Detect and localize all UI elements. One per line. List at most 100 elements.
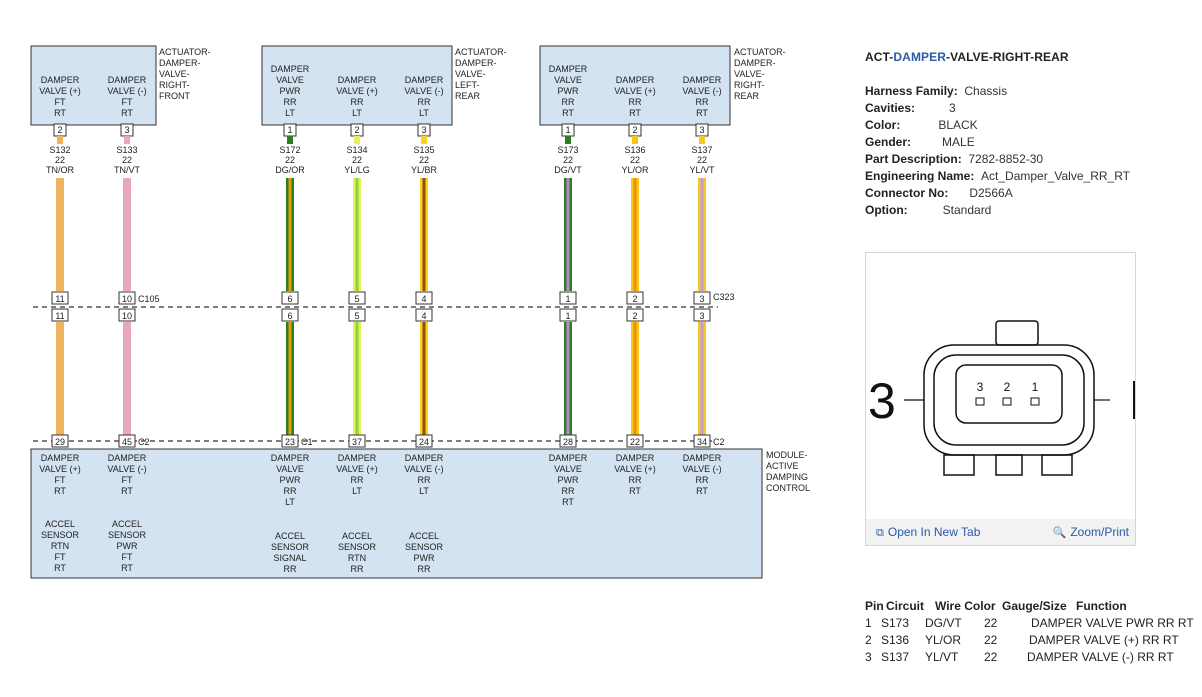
prop-key: Option: [865, 203, 908, 217]
wire-tracer [288, 322, 292, 435]
wire-tracer [288, 178, 292, 291]
sensor-terminal-label: SIGNAL [273, 553, 306, 563]
cell-function: DAMPER VALVE (-) RR RT [1027, 650, 1174, 664]
module-pin-number: 37 [352, 437, 362, 447]
sensor-terminal-label: SENSOR [271, 542, 310, 552]
actuator-name-label: ACTUATOR- [734, 47, 786, 57]
module-pin-box [559, 434, 577, 448]
module-pin-box [118, 434, 136, 448]
sensor-terminal-label: ACCEL [342, 531, 372, 541]
wire-circuit-label: S136 [624, 145, 645, 155]
wire-tracer [700, 178, 704, 291]
cell-function: DAMPER VALVE (+) RR RT [1029, 633, 1179, 647]
inline-pin-number: 6 [287, 311, 292, 321]
module-pin-box [51, 434, 69, 448]
module-name-label: DAMPING [766, 472, 808, 482]
actuator-pin-number: 1 [287, 125, 292, 135]
prop-value: BLACK [938, 118, 978, 132]
cell-gauge: 22 [984, 650, 998, 664]
module-terminal-label: LT [285, 497, 295, 507]
col-pin: Pin [865, 599, 884, 613]
preview-toolbar: ⧉Open In New Tab 🔍Zoom/Print [866, 519, 1135, 545]
actuator-terminal-label: RT [121, 108, 133, 118]
connector-preview: 3 3 2 1 ⧉Open In New Tab 🔍Zoom/Print [865, 252, 1136, 546]
cell-function: DAMPER VALVE PWR RR RT [1031, 616, 1194, 630]
cell-pin: 2 [865, 633, 872, 647]
prop-value: MALE [942, 135, 975, 149]
module-pin-box [348, 434, 366, 448]
module-terminal-label: LT [419, 486, 429, 496]
zoom-print-link[interactable]: 🔍Zoom/Print [1053, 525, 1129, 539]
sensor-terminal-label: SENSOR [338, 542, 377, 552]
wire-stub [421, 136, 427, 144]
inline-pin-box [118, 308, 136, 322]
cell-circuit: S136 [881, 633, 910, 647]
wire-tracer [422, 322, 426, 435]
actuator-pin-number: 2 [354, 125, 359, 135]
sensor-terminal-label: ACCEL [409, 531, 439, 541]
inline-pin-number: 5 [354, 311, 359, 321]
prop-cavities: Cavities:3 [865, 100, 1130, 117]
sensor-terminal-label: RT [121, 563, 133, 573]
actuator-name-label: RIGHT- [734, 80, 765, 90]
wire-tracer [355, 178, 359, 291]
module-terminal-label: VALVE (+) [614, 464, 655, 474]
open-in-new-tab-link[interactable]: ⧉Open In New Tab [876, 525, 980, 540]
actuator-box-left-rear[interactable] [261, 45, 453, 126]
module-terminal-label: DAMPER [616, 453, 655, 463]
actuator-pin-number: 1 [565, 125, 570, 135]
module-terminal-label: VALVE (-) [404, 464, 443, 474]
cell-wire-color: DG/VT [925, 616, 962, 630]
module-terminal-label: PWR [558, 475, 579, 485]
actuator-box-right-rear[interactable] [539, 45, 731, 126]
prop-engineering-name: Engineering Name: Act_Damper_Valve_RR_RT [865, 168, 1130, 185]
module-connector-id: C2 [138, 437, 150, 447]
preview-side-label: 3 [868, 373, 896, 429]
inline-pin-number: 3 [699, 294, 704, 304]
actuator-name-label: DAMPER- [734, 58, 776, 68]
module-terminal-label: VALVE [276, 464, 304, 474]
actuator-name-label: LEFT- [455, 80, 480, 90]
wire-color-code: YL/OR [621, 165, 649, 175]
wire-circuit-label: S137 [691, 145, 712, 155]
inline-pin-box [559, 308, 577, 322]
module-pin-number: 28 [563, 437, 573, 447]
prop-value: 7282-8852-30 [968, 152, 1044, 166]
cell-gauge: 22 [984, 633, 998, 647]
wire-tracer [422, 178, 426, 291]
actuator-terminal-label: RR [351, 97, 364, 107]
actuator-terminal-label: PWR [558, 86, 579, 96]
actuator-pin-number: 3 [699, 125, 704, 135]
wire-tracer [58, 178, 62, 291]
actuator-box-right-front[interactable] [30, 45, 157, 126]
connector-title: ACT-DAMPER-VALVE-RIGHT-REAR [865, 50, 1069, 64]
inline-pin-box [693, 308, 711, 322]
actuator-terminal-label: PWR [280, 86, 301, 96]
zoom-icon: 🔍 [1052, 527, 1067, 539]
inline-pin-number: 2 [632, 311, 637, 321]
inline-pin-box [281, 291, 299, 305]
module-terminal-label: RR [562, 486, 575, 496]
wire-color-code: TN/VT [114, 165, 141, 175]
actuator-terminal-label: VALVE (-) [404, 86, 443, 96]
actuator-terminal-label: LT [419, 108, 429, 118]
wire-tracer [633, 178, 637, 291]
title-highlight: DAMPER [893, 50, 947, 64]
col-gauge: Gauge/Size [1002, 599, 1067, 613]
module-box[interactable] [30, 448, 763, 579]
module-terminal-label: VALVE (-) [682, 464, 721, 474]
actuator-terminal-label: DAMPER [271, 64, 310, 74]
actuator-terminal-label: VALVE (+) [39, 86, 80, 96]
inline-pin-box [281, 308, 299, 322]
actuator-name-label: REAR [734, 91, 760, 101]
wire-color-code: YL/VT [689, 165, 715, 175]
module-connector-id: C1 [301, 437, 313, 447]
actuator-terminal-label: RT [629, 108, 641, 118]
cell-pin: 1 [865, 616, 872, 630]
actuator-terminal-label: DAMPER [405, 75, 444, 85]
actuator-terminal-label: DAMPER [41, 75, 80, 85]
